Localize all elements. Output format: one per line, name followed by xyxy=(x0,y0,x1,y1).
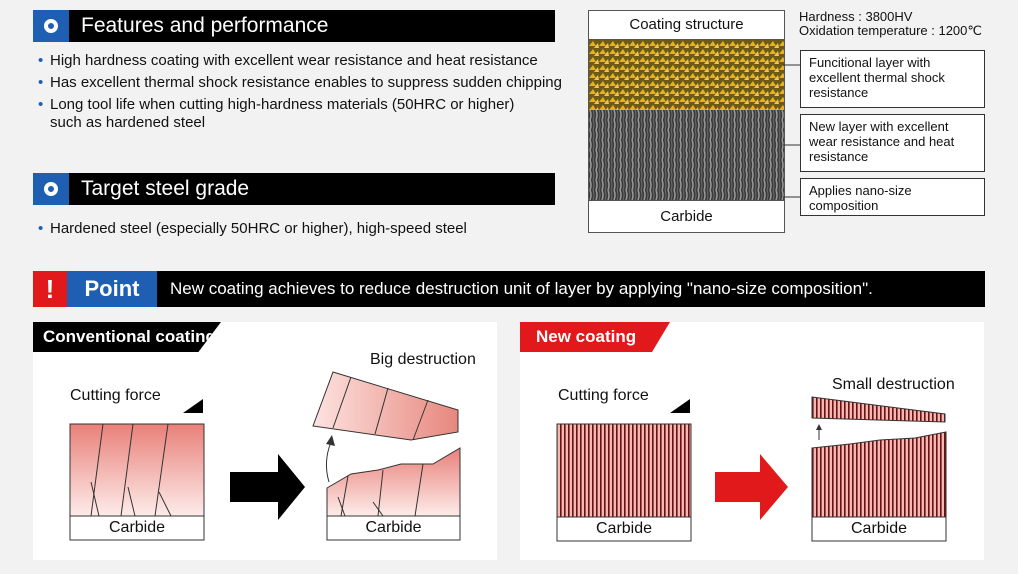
conventional-diagram xyxy=(69,371,461,541)
new-carbide-right: Carbide xyxy=(850,520,908,537)
target-title: Target steel grade xyxy=(81,177,250,200)
new-coating-tag-text: New coating xyxy=(536,327,637,346)
cutting-force-arrow xyxy=(557,399,690,413)
target-list: Hardened steel (especially 50HRC or high… xyxy=(36,220,576,242)
callout-leaders xyxy=(783,64,800,198)
coating-carbide-label: Carbide xyxy=(589,200,784,232)
coating-block xyxy=(556,423,692,518)
callout-nano-size: Applies nano-size composition xyxy=(800,178,985,216)
conventional-cutting-force-label: Cutting force xyxy=(70,387,161,404)
cutting-force-arrow xyxy=(69,399,203,413)
features-list: High hardness coating with excellent wea… xyxy=(36,52,576,136)
exclamation-icon: ! xyxy=(33,271,67,307)
features-bullet-1: High hardness coating with excellent wea… xyxy=(36,52,576,70)
features-bullet-2: Has excellent thermal shock resistance e… xyxy=(36,74,576,92)
coating-block xyxy=(69,423,205,517)
point-label: Point xyxy=(67,271,157,307)
oxidation-temperature: Oxidation temperature : 1200℃ xyxy=(799,23,982,38)
remaining-coating xyxy=(811,431,947,518)
coating-layers-image xyxy=(589,40,784,200)
conventional-tag-text: Conventional coating xyxy=(43,327,216,346)
right-arrow-icon xyxy=(230,454,305,520)
new-cutting-force-label: Cutting force xyxy=(558,387,649,404)
new-destruction-label: Small destruction xyxy=(832,376,955,393)
right-arrow-icon xyxy=(715,454,788,520)
coating-structure-label: Coating structure xyxy=(589,11,784,40)
circle-bullet-icon xyxy=(33,173,69,205)
small-fragment xyxy=(811,396,946,423)
features-title: Features and performance xyxy=(81,14,329,37)
new-coating-diagram xyxy=(556,396,947,542)
conventional-destruction-label: Big destruction xyxy=(370,351,476,368)
callout-new-layer: New layer with excellent wear resistance… xyxy=(800,114,985,172)
conventional-carbide-left: Carbide xyxy=(108,519,166,536)
point-text: New coating achieves to reduce destructi… xyxy=(170,279,873,298)
new-coating-tag: New coating xyxy=(520,322,670,352)
conventional-tag: Conventional coating xyxy=(33,322,221,352)
circle-bullet-icon xyxy=(33,10,69,42)
target-bullet-1: Hardened steel (especially 50HRC or high… xyxy=(36,220,576,238)
features-header: Features and performance xyxy=(33,10,555,42)
conventional-carbide-right: Carbide xyxy=(365,519,422,536)
features-bullet-3: Long tool life when cutting high-hardnes… xyxy=(36,96,550,132)
carbide-block xyxy=(556,516,692,542)
coating-structure-diagram: Coating structure Carbide xyxy=(588,10,785,233)
callout-functional-layer: Funcitional layer with excellent thermal… xyxy=(800,50,985,108)
carbide-block xyxy=(69,515,205,541)
new-carbide-left: Carbide xyxy=(595,520,653,537)
hardness-value: Hardness : 3800HV xyxy=(799,9,913,24)
broken-fragment xyxy=(312,371,459,441)
point-banner: ! Point New coating achieves to reduce d… xyxy=(33,271,985,307)
target-header: Target steel grade xyxy=(33,173,555,205)
